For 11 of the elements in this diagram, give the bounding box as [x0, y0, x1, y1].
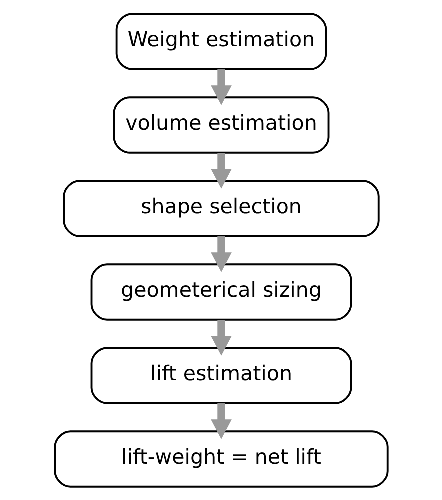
arrow: [210, 320, 232, 356]
arrow: [210, 152, 232, 188]
node-box: lift-weight = net lift: [54, 430, 388, 488]
arrow: [210, 69, 232, 105]
node-box: lift estimation: [90, 346, 352, 404]
node-box: Weight estimation: [115, 12, 327, 70]
node-box: volume estimation: [112, 96, 330, 154]
node-box: shape selection: [62, 180, 380, 237]
arrow: [210, 236, 232, 272]
node-box: geometerical sizing: [90, 263, 352, 320]
arrow: [210, 403, 232, 439]
